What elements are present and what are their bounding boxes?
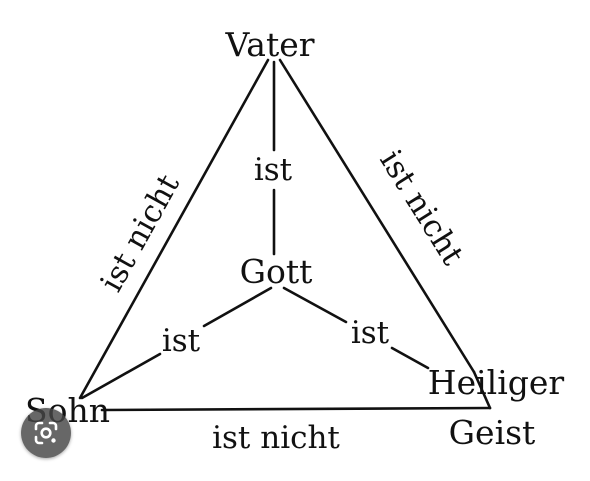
edge-label-geist-gott: ist [351, 315, 390, 351]
google-lens-icon [34, 421, 58, 445]
edge-sohn-geist [100, 406, 492, 412]
edge-label-vater-gott: ist [254, 152, 293, 188]
edge-label-sohn-gott: ist [162, 323, 201, 359]
node-geist: Geist [449, 413, 536, 452]
google-lens-button[interactable] [21, 408, 71, 458]
node-gott: Gott [240, 252, 313, 291]
edge-label-sohn-geist: ist nicht [212, 420, 340, 456]
node-heiliger: Heiliger [428, 363, 565, 402]
node-vater: Vater [224, 25, 314, 64]
edge-geist-gott-lower [390, 346, 430, 370]
edge-geist-corner [472, 370, 492, 410]
edge-sohn-gott-lower [80, 352, 162, 400]
edge-label-vater-geist: ist nicht [372, 144, 471, 272]
edge-vater-sohn [78, 58, 270, 400]
edge-geist-gott-upper [282, 286, 348, 324]
edge-sohn-gott-upper [202, 286, 273, 328]
edge-vater-geist [278, 58, 476, 374]
